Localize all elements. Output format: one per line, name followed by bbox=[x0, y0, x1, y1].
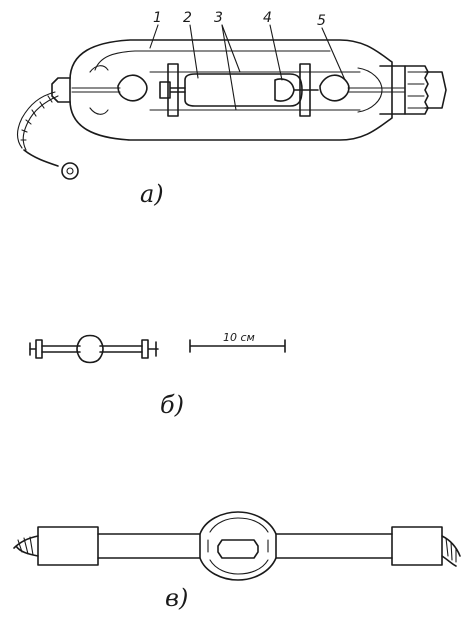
scale-bar-label: 10 см bbox=[223, 331, 255, 344]
leader-4 bbox=[269, 24, 283, 81]
inner-bulb-line bbox=[94, 50, 331, 71]
caption-v: в) bbox=[165, 584, 188, 612]
ring-terminal-hole bbox=[66, 167, 74, 175]
leader-3b bbox=[221, 24, 237, 111]
lamp-a: 1 2 3 4 5 а) bbox=[16, 10, 447, 208]
strap-left bbox=[167, 63, 179, 117]
cord-end bbox=[23, 149, 59, 167]
left-braid-hatch bbox=[17, 536, 34, 556]
left-stem bbox=[97, 533, 201, 559]
right-stem bbox=[275, 533, 393, 559]
left-sleeve bbox=[37, 526, 99, 566]
leader-1 bbox=[149, 24, 159, 49]
lead-wire-left bbox=[71, 87, 121, 93]
bulb-neck bbox=[379, 65, 406, 115]
right-spring bbox=[319, 74, 350, 102]
right-braid-hatch bbox=[445, 537, 457, 563]
outer-bulb bbox=[69, 39, 393, 141]
callout-2: 2 bbox=[183, 10, 192, 26]
small-lamp-ends bbox=[29, 339, 159, 359]
small-lamp-body bbox=[41, 334, 143, 364]
electrode-left bbox=[159, 81, 186, 99]
right-braid bbox=[441, 535, 461, 567]
left-cap bbox=[51, 77, 71, 103]
lamp-b: 10 см б) bbox=[29, 331, 286, 419]
right-hoop bbox=[357, 67, 383, 113]
electrode-right bbox=[274, 78, 319, 102]
cord-twist bbox=[20, 95, 53, 141]
callout-3: 3 bbox=[214, 10, 223, 26]
leader-2 bbox=[189, 24, 199, 79]
leader-5 bbox=[321, 27, 346, 81]
scale-bar bbox=[189, 339, 286, 353]
callout-4: 4 bbox=[263, 10, 272, 26]
central-bulb bbox=[199, 511, 277, 581]
callout-5: 5 bbox=[317, 13, 326, 29]
caption-a: а) bbox=[140, 180, 164, 208]
central-window bbox=[217, 539, 259, 559]
left-spring bbox=[117, 74, 148, 102]
ring-terminal bbox=[61, 162, 79, 180]
central-electrodes bbox=[207, 539, 269, 553]
callout-1: 1 bbox=[153, 10, 162, 26]
cord bbox=[16, 91, 59, 151]
caption-b: б) bbox=[160, 391, 184, 419]
lamp-v: в) bbox=[13, 511, 461, 612]
right-sleeve bbox=[391, 526, 443, 566]
screw-base bbox=[404, 65, 447, 115]
lead-wire-right bbox=[347, 87, 405, 93]
left-hoop bbox=[89, 65, 109, 115]
leader-3a bbox=[221, 24, 241, 73]
central-bulb-inner bbox=[209, 517, 269, 575]
